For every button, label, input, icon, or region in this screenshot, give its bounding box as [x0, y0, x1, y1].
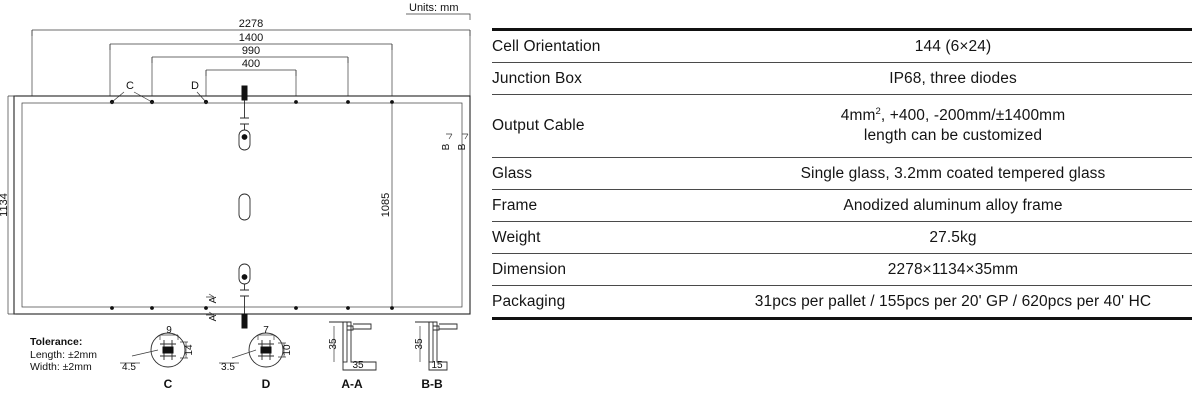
detail-c-dim-left: 4.5: [122, 362, 136, 373]
section-aa-name: A-A: [341, 377, 363, 391]
detail-c-name: C: [164, 377, 173, 391]
spec-key-junction-box: Junction Box: [492, 62, 714, 95]
specifications-table: Cell Orientation 144 (6×24) Junction Box…: [492, 28, 1192, 320]
table-row: Junction Box IP68, three diodes: [492, 62, 1192, 95]
dimension-990: 990: [242, 45, 260, 57]
section-mark-a-1: A: [208, 296, 219, 303]
detail-d-dim-right: 10: [282, 344, 293, 356]
section-mark-a-2: A: [208, 314, 219, 321]
section-aa-width: 35: [352, 360, 364, 371]
section-a-a: 35 35 A-A: [328, 321, 377, 391]
spec-value-frame: Anodized aluminum alloy frame: [714, 189, 1192, 222]
callout-d-label: D: [191, 80, 199, 92]
table-row: Dimension 2278×1134×35mm: [492, 253, 1192, 286]
specifications-table-wrapper: Cell Orientation 144 (6×24) Junction Box…: [492, 28, 1192, 320]
output-cable-line-1: 4mm2, +400, -200mm/±1400mm: [840, 106, 1066, 125]
output-cable-line-2: length can be customized: [863, 127, 1043, 144]
spec-value-output-cable: 4mm2, +400, -200mm/±1400mm length can be…: [714, 94, 1192, 158]
spec-value-cell-orientation: 144 (6×24): [714, 28, 1192, 63]
section-bb-name: B-B: [421, 377, 443, 391]
detail-d-name: D: [262, 377, 271, 391]
spec-value-dimension: 2278×1134×35mm: [714, 253, 1192, 286]
tolerance-length: Length: ±2mm: [30, 349, 97, 361]
spec-key-output-cable: Output Cable: [492, 94, 714, 158]
units-note: Units: mm: [409, 2, 459, 14]
dimension-1400: 1400: [239, 32, 263, 44]
section-b-b: 35 15 B-B: [414, 321, 458, 391]
callout-c-label: C: [126, 80, 134, 92]
table-row: Output Cable 4mm2, +400, -200mm/±1400mm …: [492, 94, 1192, 158]
dimension-1134: 1134: [0, 193, 10, 217]
section-mark-b-2: B: [457, 143, 468, 150]
dimension-1085: 1085: [380, 193, 392, 217]
spec-value-weight: 27.5kg: [714, 221, 1192, 254]
spec-key-dimension: Dimension: [492, 253, 714, 286]
spec-value-packaging: 31pcs per pallet / 155pcs per 20' GP / 6…: [714, 285, 1192, 320]
section-mark-b-1: B: [441, 143, 452, 150]
spec-key-frame: Frame: [492, 189, 714, 222]
tolerance-title: Tolerance:: [30, 336, 82, 348]
detail-c: 9 14 4.5 C: [120, 325, 195, 391]
spec-key-weight: Weight: [492, 221, 714, 254]
dimension-2278: 2278: [239, 18, 263, 30]
table-row: Weight 27.5kg: [492, 221, 1192, 254]
tolerance-width: Width: ±2mm: [30, 361, 92, 373]
detail-d-dim-top: 7: [263, 325, 269, 336]
dimension-400: 400: [242, 58, 260, 70]
spec-key-cell-orientation: Cell Orientation: [492, 28, 714, 63]
spec-key-glass: Glass: [492, 157, 714, 190]
table-row: Glass Single glass, 3.2mm coated tempere…: [492, 157, 1192, 190]
spec-value-glass: Single glass, 3.2mm coated tempered glas…: [714, 157, 1192, 190]
table-row: Cell Orientation 144 (6×24): [492, 28, 1192, 63]
table-row: Packaging 31pcs per pallet / 155pcs per …: [492, 285, 1192, 320]
module-mechanical-drawing: Units: mm 2278 1400 990 400 C D: [0, 0, 490, 400]
section-bb-width: 15: [431, 360, 443, 371]
spec-key-packaging: Packaging: [492, 285, 714, 320]
detail-d-dim-left: 3.5: [221, 362, 235, 373]
spec-value-junction-box: IP68, three diodes: [714, 62, 1192, 95]
section-aa-height: 35: [328, 338, 339, 350]
table-row: Frame Anodized aluminum alloy frame: [492, 189, 1192, 222]
detail-d: 7 10 3.5 D: [219, 325, 293, 391]
detail-c-dim-right: 14: [184, 344, 195, 356]
section-bb-height: 35: [414, 338, 425, 350]
detail-c-dim-top: 9: [166, 325, 172, 336]
